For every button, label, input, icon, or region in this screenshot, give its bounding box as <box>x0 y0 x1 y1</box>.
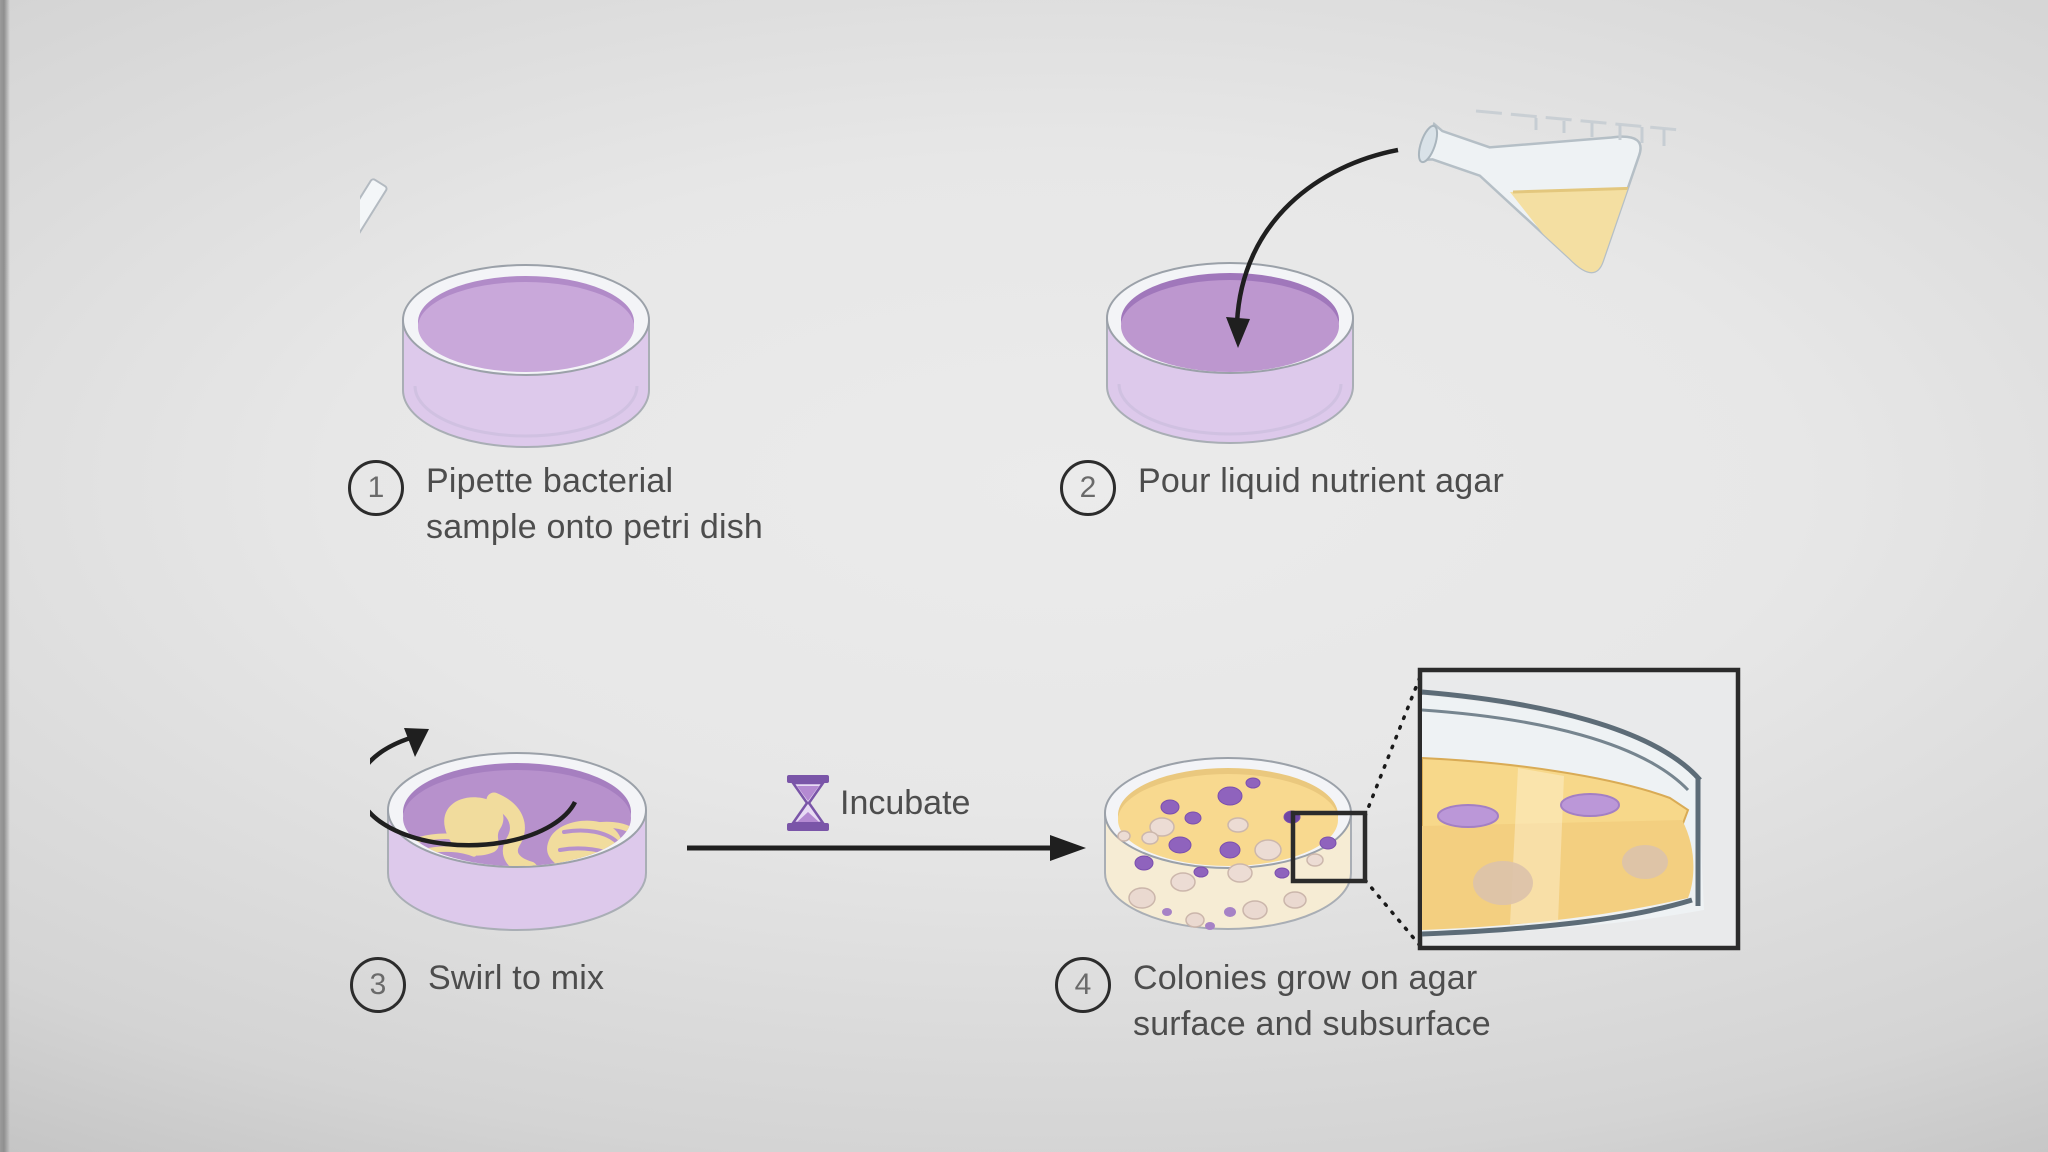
hourglass-icon <box>787 775 829 831</box>
petri-dish-4 <box>1104 757 1352 930</box>
petri-dish-1 <box>402 264 650 448</box>
step3-label: 3 Swirl to mix <box>350 955 604 1013</box>
erlenmeyer-flask <box>1417 109 1681 276</box>
step2-label: 2 Pour liquid nutrient agar <box>1060 458 1504 516</box>
pour-arrow <box>1226 147 1399 348</box>
magnifier-region-box <box>1290 810 1368 884</box>
swirl-arrow <box>370 728 578 848</box>
step4-number-badge: 4 <box>1055 957 1111 1013</box>
magnifier-connector-lines <box>1363 670 1424 950</box>
step3-number-badge: 3 <box>350 957 406 1013</box>
step3-swirl-dish-illustration <box>370 728 647 931</box>
pipette-icon <box>360 178 388 236</box>
step1-text-line1: Pipette bacterial <box>426 462 674 500</box>
incubate-text: Incubate <box>840 783 971 822</box>
step1-number-badge: 1 <box>348 460 404 516</box>
flask-graduations <box>1475 109 1681 146</box>
left-edge-shadow <box>0 0 10 1152</box>
subsurface-colonies <box>1128 887 1307 930</box>
surface-colonies-purple <box>1134 777 1337 879</box>
step1-pipette-dish-illustration <box>360 178 650 448</box>
step3-text-line1: Swirl to mix <box>428 959 605 997</box>
step2-number-badge: 2 <box>1060 460 1116 516</box>
petri-dish-2 <box>1106 262 1354 444</box>
step2-text-line1: Pour liquid nutrient agar <box>1138 462 1505 500</box>
step2-flask-pour-illustration <box>1106 109 1681 444</box>
step4-text-line2: surface and subsurface <box>1133 1005 1491 1043</box>
incubate-arrow <box>687 835 1086 861</box>
step4-text-line1: Colonies grow on agar <box>1133 959 1478 997</box>
incubate-label: Incubate <box>786 774 970 832</box>
step1-text-line2: sample onto petri dish <box>426 508 764 546</box>
surface-colonies-cream <box>1117 817 1324 892</box>
step4-colonies-illustration <box>1104 667 1741 951</box>
step4-label: 4 Colonies grow on agar surface and subs… <box>1055 955 1491 1047</box>
magnified-inset <box>1290 667 1741 951</box>
step1-label: 1 Pipette bacterial sample onto petri di… <box>348 458 763 550</box>
